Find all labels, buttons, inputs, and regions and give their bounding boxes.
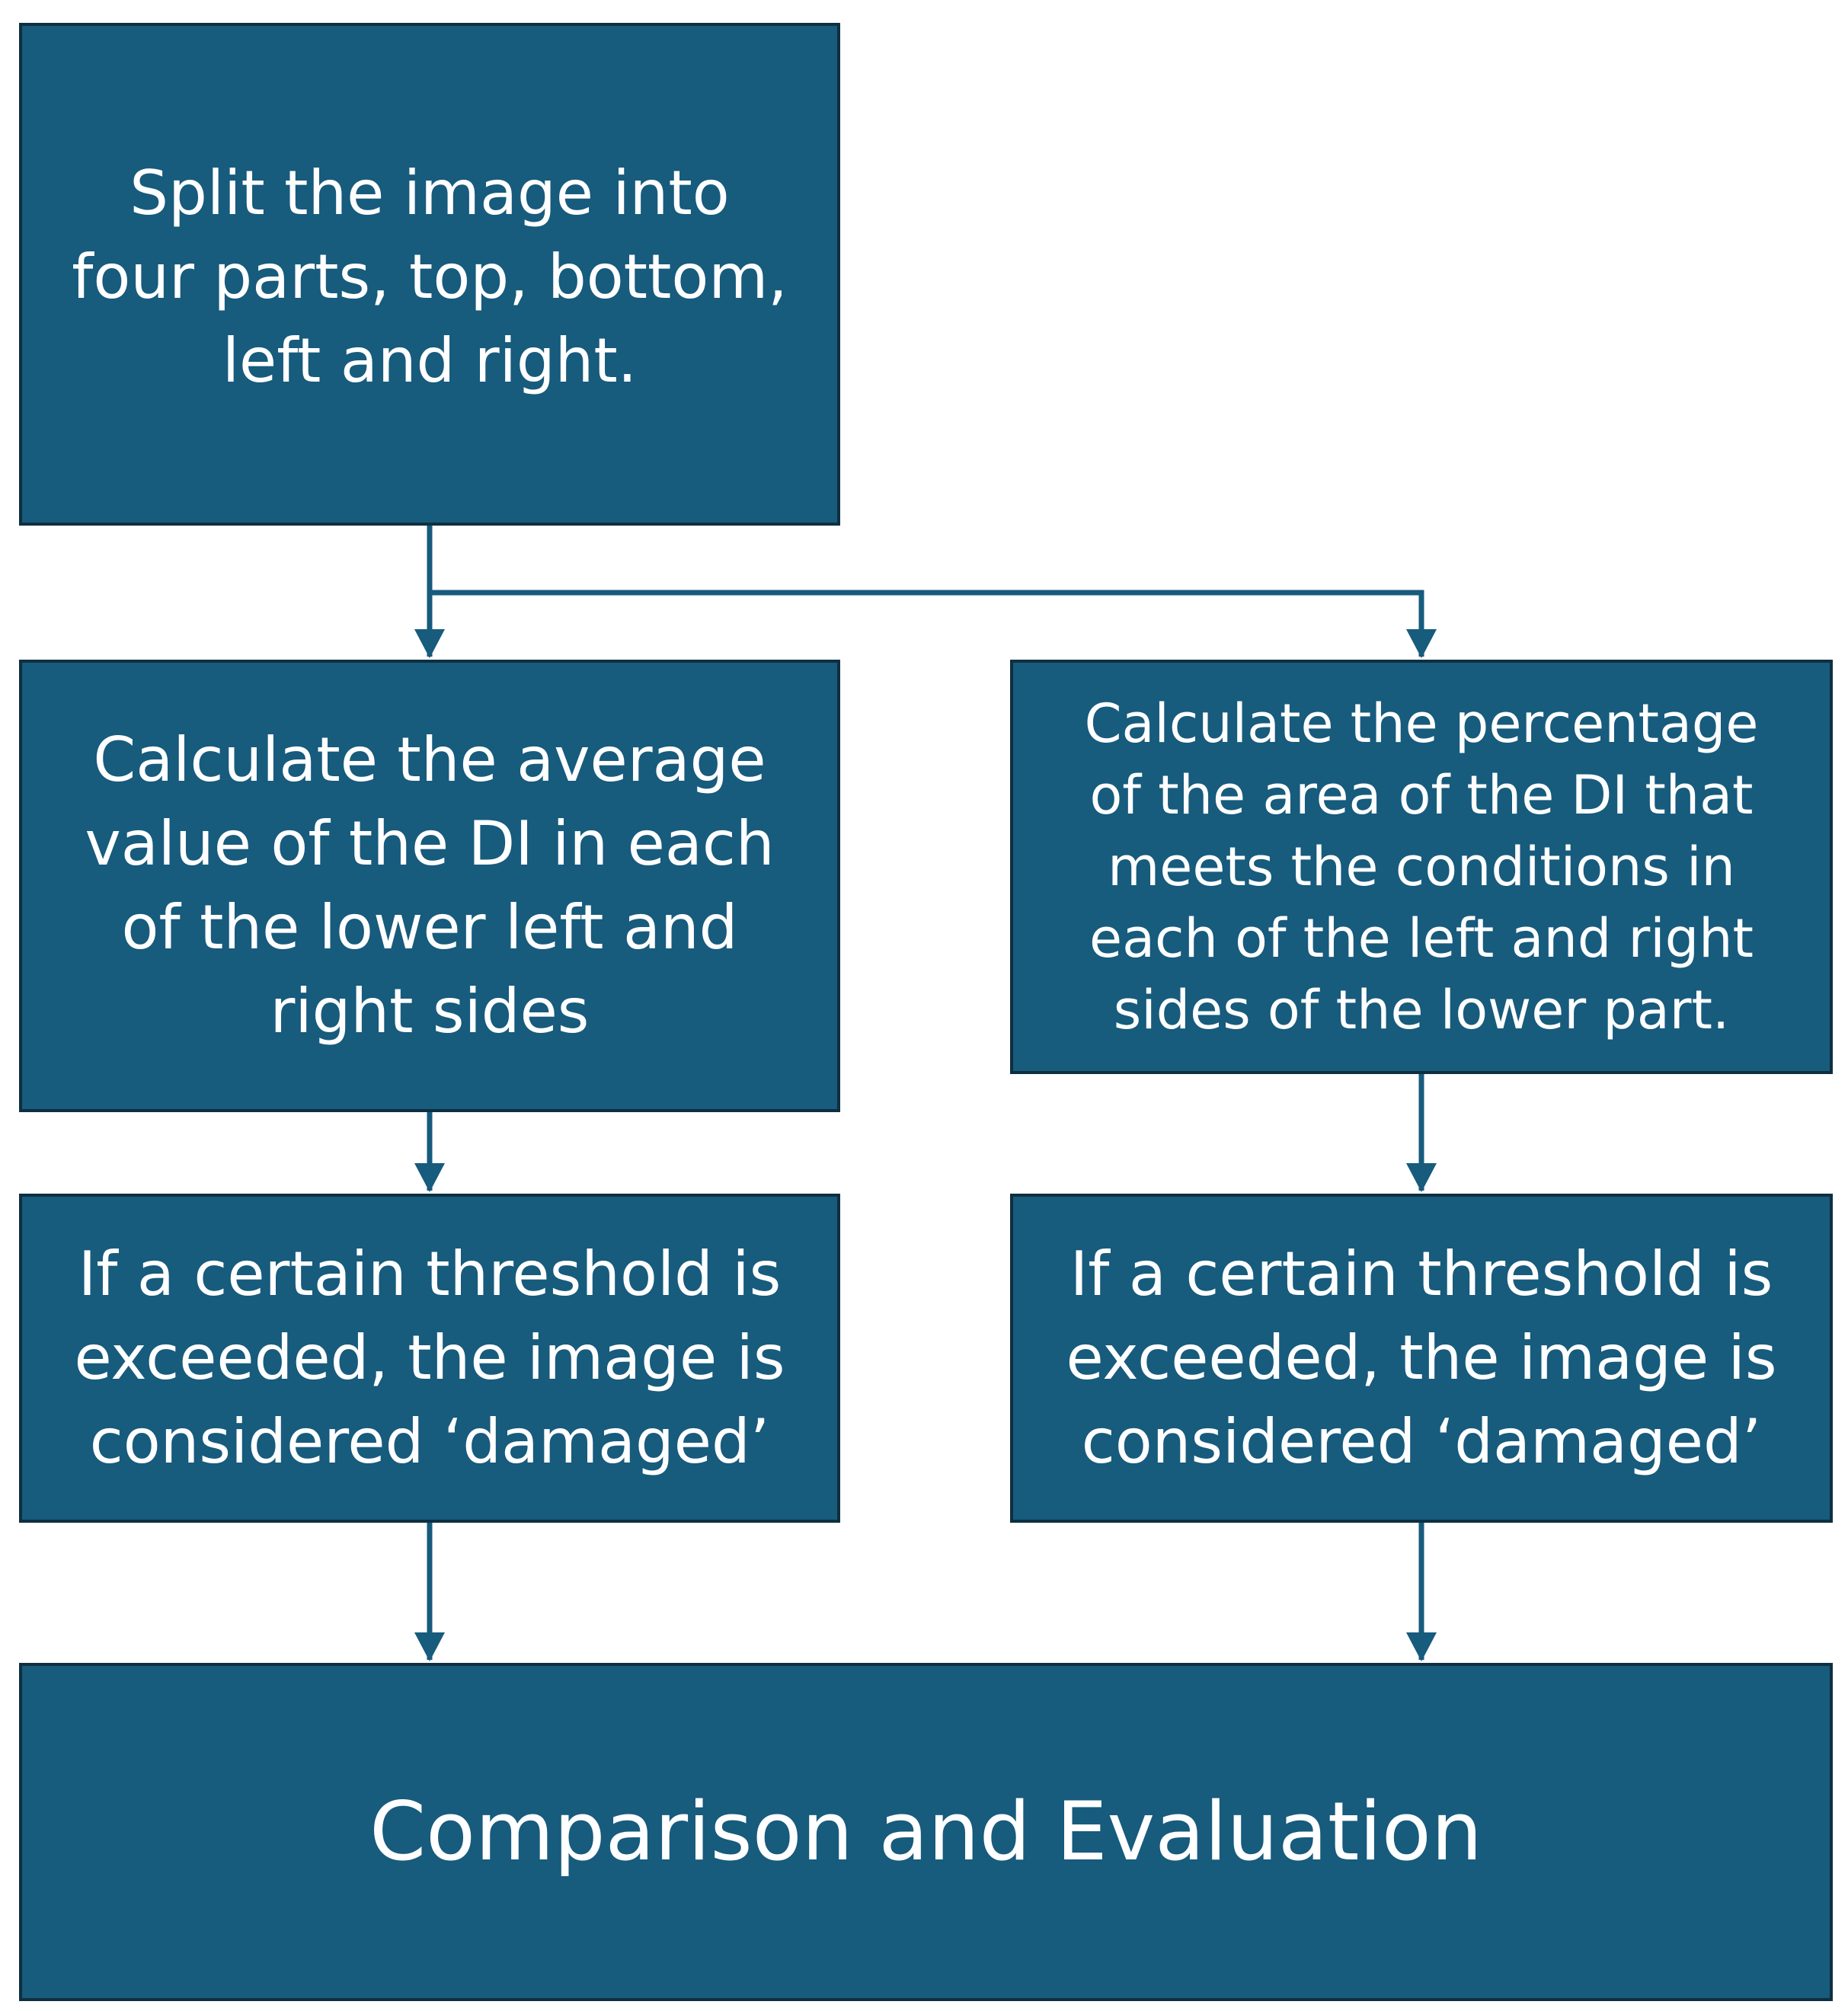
- node-calculate-percentage: Calculate the percentage of the area of …: [1010, 660, 1833, 1074]
- node-threshold-left-text: If a certain threshold is exceeded, the …: [74, 1239, 785, 1477]
- node-comparison-evaluation-text: Comparison and Evaluation: [369, 1785, 1482, 1878]
- node-threshold-left: If a certain threshold is exceeded, the …: [19, 1194, 840, 1523]
- node-split-image: Split the image into four parts, top, bo…: [19, 23, 840, 526]
- node-calculate-average: Calculate the average value of the DI in…: [19, 660, 840, 1112]
- arrowhead-threshold-right: [1406, 1163, 1437, 1192]
- node-comparison-evaluation: Comparison and Evaluation: [19, 1663, 1833, 2001]
- arrowhead-threshold-left: [414, 1163, 445, 1192]
- node-threshold-right: If a certain threshold is exceeded, the …: [1010, 1194, 1833, 1523]
- node-calculate-percentage-text: Calculate the percentage of the area of …: [1084, 692, 1759, 1041]
- arrowhead-comparison-right: [1406, 1632, 1437, 1661]
- edge-split-to-percentage: [430, 590, 1424, 657]
- arrowhead-percentage: [1406, 629, 1437, 658]
- arrowhead-comparison-left: [414, 1632, 445, 1661]
- node-threshold-right-text: If a certain threshold is exceeded, the …: [1066, 1239, 1777, 1477]
- node-calculate-average-text: Calculate the average value of the DI in…: [85, 724, 775, 1047]
- node-split-image-text: Split the image into four parts, top, bo…: [72, 158, 788, 396]
- arrowhead-average: [414, 629, 445, 658]
